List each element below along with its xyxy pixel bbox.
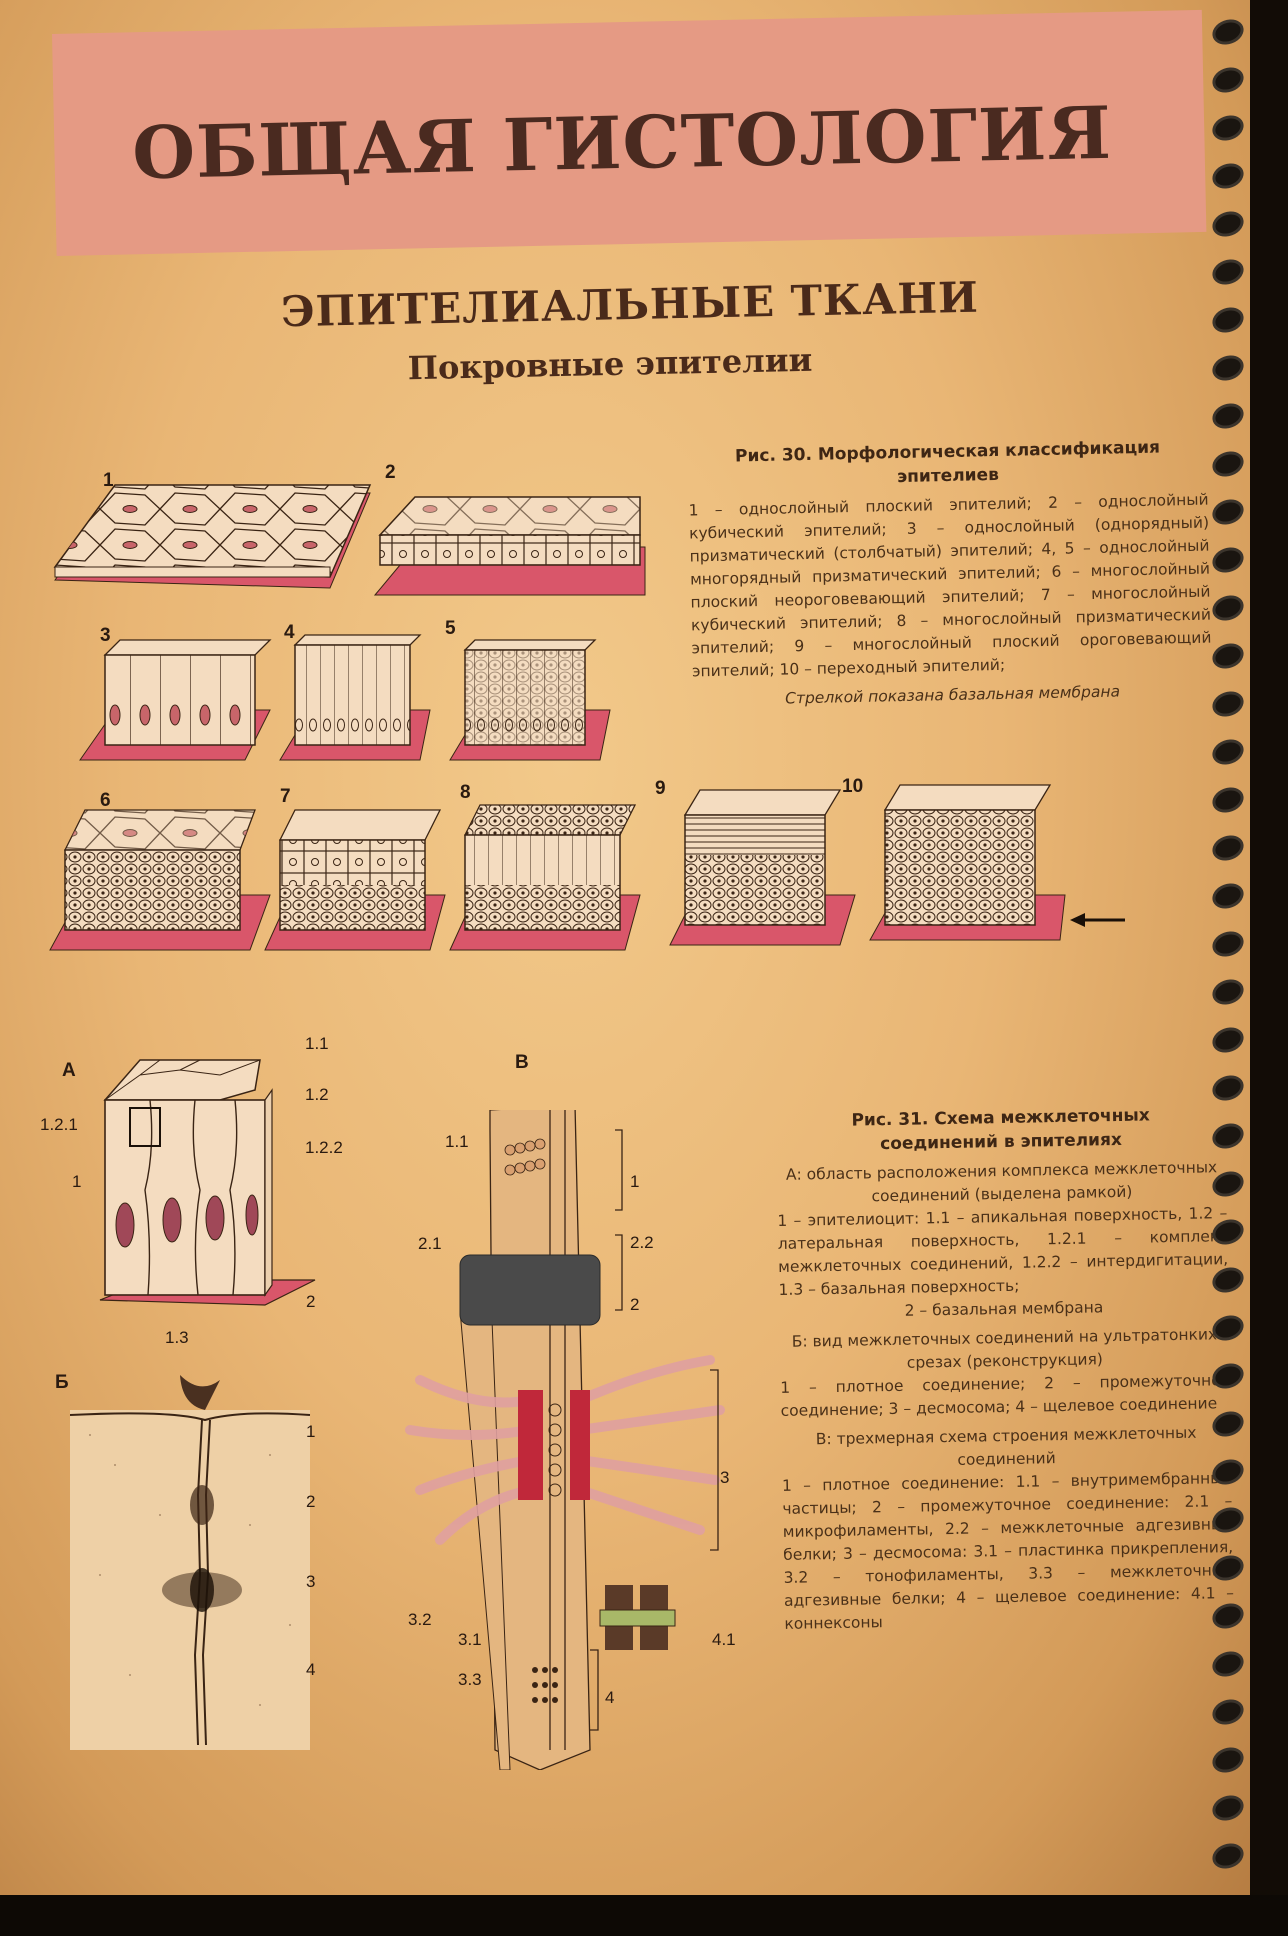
label-b-2: 2 xyxy=(306,1492,316,1511)
epithelium-panel-3 xyxy=(79,639,272,761)
label-v-2-2: 2.2 xyxy=(630,1233,654,1252)
panel-number-3: 3 xyxy=(100,625,111,646)
desk-background xyxy=(0,1895,1288,1936)
subsection-title: Покровные эпителии xyxy=(407,340,813,388)
figure-31-caption: Рис. 31. Схема межклеточных соединений в… xyxy=(775,1102,1234,1636)
label-v-2-1: 2.1 xyxy=(418,1234,442,1253)
label-a-1: 1 xyxy=(72,1172,82,1191)
figure-31-part-a-title: А: область расположения комплекса межкле… xyxy=(785,1158,1218,1206)
label-v-1-1: 1.1 xyxy=(445,1132,469,1151)
panel-number-8: 8 xyxy=(460,782,471,803)
figure-31-part-b-title: Б: вид межклеточных соединений на ультра… xyxy=(791,1325,1218,1372)
figure-31-letter-v: В xyxy=(515,1052,529,1073)
epithelium-panel-7 xyxy=(264,809,446,951)
panel-number-5: 5 xyxy=(445,618,456,639)
panel-number-6: 6 xyxy=(100,790,111,811)
figure-31-letter-b: Б xyxy=(55,1372,69,1393)
figure-31-part-c-title: В: трехмерная схема строения межклеточны… xyxy=(815,1423,1197,1469)
figure-31-part-b-body: 1 – плотное соединение; 2 – промежуточно… xyxy=(780,1371,1231,1420)
epithelium-panel-2 xyxy=(373,496,646,596)
panel-number-10: 10 xyxy=(842,776,864,797)
book-page: ОБЩАЯ ГИСТОЛОГИЯ ЭПИТЕЛИАЛЬНЫЕ ТКАНИ Пок… xyxy=(0,0,1250,1895)
epithelium-panel-6 xyxy=(49,809,271,951)
label-v-2: 2 xyxy=(630,1295,640,1314)
connexon-inset xyxy=(599,1585,676,1650)
label-v-3-1: 3.1 xyxy=(458,1630,482,1649)
panel-number-4: 4 xyxy=(284,622,295,643)
panel-number-1: 1 xyxy=(103,470,114,491)
figure-30-caption: Рис. 30. Морфологическая классификация э… xyxy=(687,435,1212,710)
figure-31-part-c-body: 1 – плотное соединение: 1.1 – внутримемб… xyxy=(781,1469,1235,1633)
epithelium-panel-1 xyxy=(53,484,372,589)
label-b-3: 3 xyxy=(306,1572,316,1591)
label-a-2: 2 xyxy=(306,1292,316,1311)
panel-number-9: 9 xyxy=(655,778,666,799)
figure-31-letter-a: А xyxy=(62,1060,76,1081)
figure-31-v-illustration xyxy=(405,1110,725,1770)
label-v-3-2: 3.2 xyxy=(408,1610,432,1629)
figure-30-illustration xyxy=(49,484,1125,951)
figure-31-b-illustration xyxy=(70,1375,311,1750)
junction-complex-frame xyxy=(129,1107,161,1147)
epithelium-panel-10 xyxy=(869,784,1125,941)
figure-31-part-a-body: 1 – эпителиоцит: 1.1 – апикальная поверх… xyxy=(777,1204,1229,1299)
label-b-4: 4 xyxy=(306,1660,316,1679)
epithelium-panel-4 xyxy=(279,634,431,761)
epithelium-panel-9 xyxy=(669,789,856,946)
label-v-1: 1 xyxy=(630,1172,640,1191)
panel-number-7: 7 xyxy=(280,786,291,807)
section-title: ЭПИТЕЛИАЛЬНЫЕ ТКАНИ xyxy=(280,272,980,337)
figure-31-a-illustration xyxy=(99,1059,316,1306)
label-a-1-3: 1.3 xyxy=(165,1328,189,1347)
label-a-1-2-1: 1.2.1 xyxy=(40,1115,78,1134)
label-v-4: 4 xyxy=(605,1688,615,1707)
label-v-3: 3 xyxy=(720,1468,730,1487)
label-v-3-3: 3.3 xyxy=(458,1670,482,1689)
label-b-1: 1 xyxy=(306,1422,316,1441)
spiral-binding xyxy=(1208,0,1248,1895)
label-a-1-2: 1.2 xyxy=(305,1085,329,1104)
epithelium-panel-5 xyxy=(449,639,611,761)
panel-number-2: 2 xyxy=(385,462,396,483)
figure-30-caption-body: 1 – однослойный плоский эпителий; 2 – од… xyxy=(688,490,1212,681)
label-a-1-1: 1.1 xyxy=(305,1034,329,1053)
label-v-4-1: 4.1 xyxy=(712,1630,736,1649)
label-a-1-2-2: 1.2.2 xyxy=(305,1138,343,1157)
epithelium-panel-8 xyxy=(449,804,641,951)
